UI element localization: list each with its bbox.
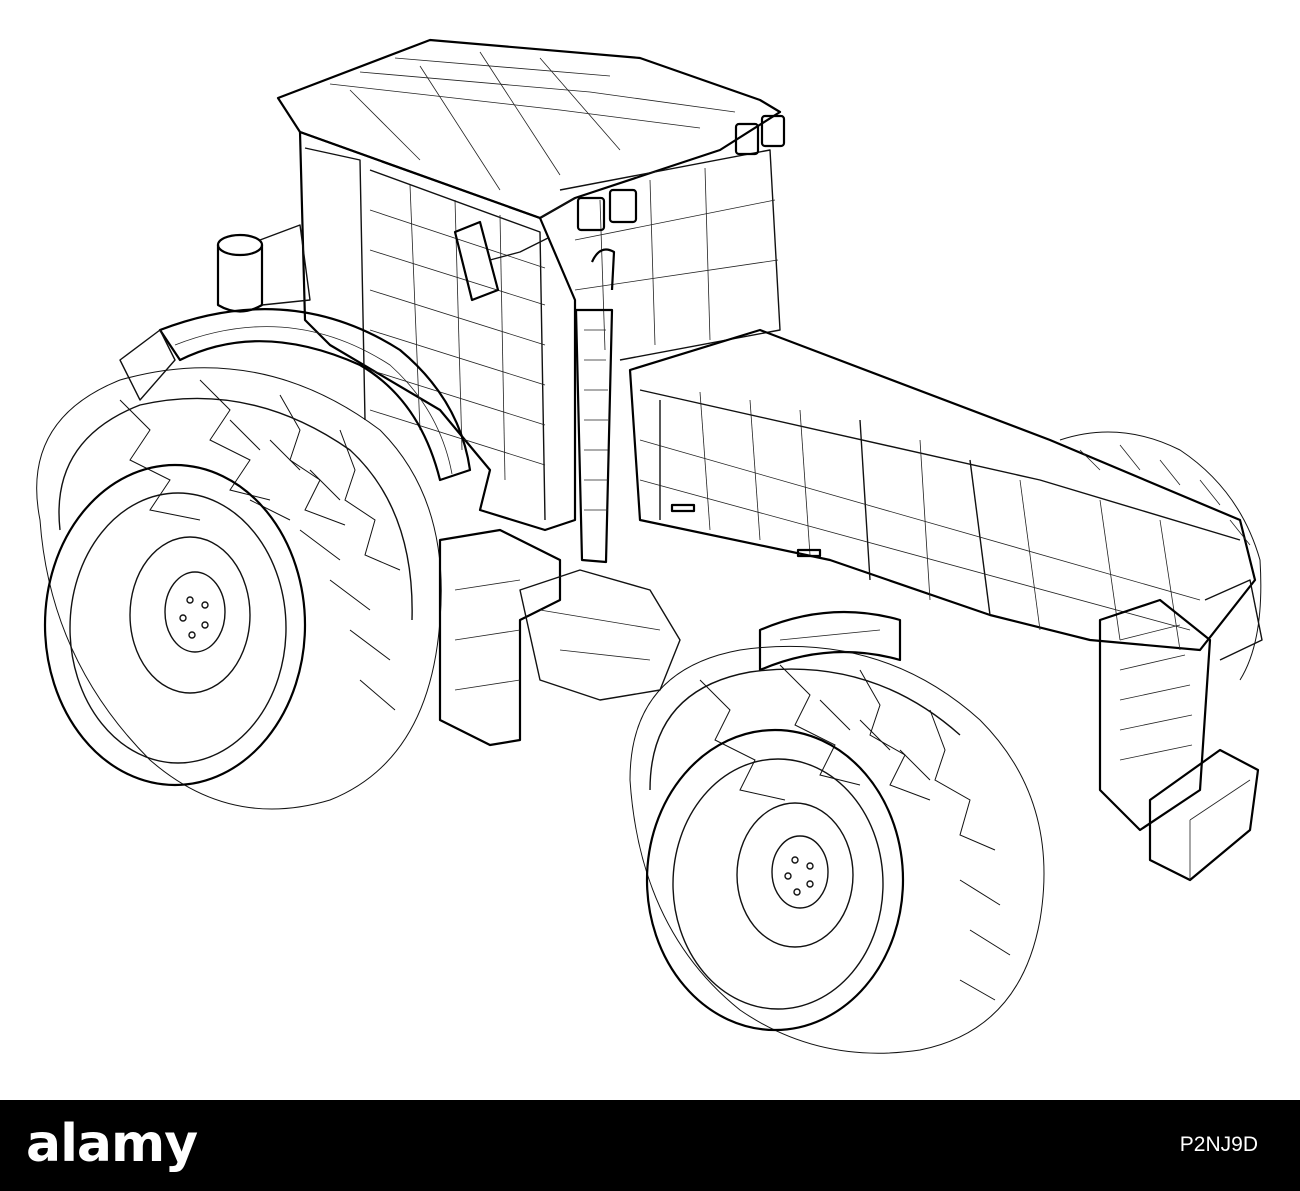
mirror-left xyxy=(453,220,549,302)
front-wheel xyxy=(629,645,1045,1054)
front-grille xyxy=(1098,579,1263,832)
watermark-footer: alamy P2NJ9D xyxy=(0,1100,1300,1191)
work-lights xyxy=(576,114,786,232)
image-id-label: P2NJ9D xyxy=(1179,1133,1258,1156)
rear-fender xyxy=(158,308,472,482)
front-weight xyxy=(1148,748,1260,882)
cab-steps xyxy=(438,528,681,747)
tractor-wireframe-svg xyxy=(36,38,1263,1054)
tractor-wireframe-drawing xyxy=(36,38,1263,1054)
cab-roof xyxy=(276,38,782,220)
rear-wheel xyxy=(36,367,442,810)
alamy-logo: alamy xyxy=(26,1114,198,1174)
air-intake xyxy=(119,224,311,401)
exhaust-pipe xyxy=(574,248,616,564)
cab-body xyxy=(298,130,781,532)
front-fender xyxy=(758,610,902,672)
engine-hood xyxy=(628,328,1257,652)
front-right-wheel xyxy=(1059,431,1262,681)
